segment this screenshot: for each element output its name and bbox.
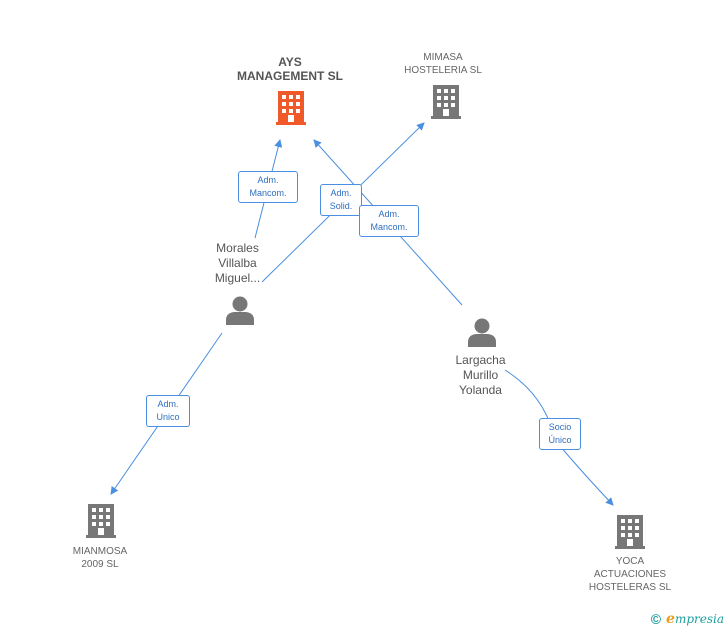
edge-label-largacha-ays[interactable]: Adm. Mancom. xyxy=(359,205,419,237)
node-mimasa-hosteleria[interactable]: MIMASA HOSTELERIA SL xyxy=(383,51,503,77)
copyright-symbol: © xyxy=(650,611,662,627)
node-label: Morales Villalba Miguel... xyxy=(214,241,261,285)
node-label: MIANMOSA 2009 SL xyxy=(72,546,128,570)
node-label: AYS MANAGEMENT SL xyxy=(237,55,343,83)
building-icon[interactable] xyxy=(276,91,306,125)
building-icon[interactable] xyxy=(615,515,645,549)
brand-logo[interactable]: empresia xyxy=(666,610,724,628)
node-label: Largacha Murillo Yolanda xyxy=(455,353,506,397)
person-icon[interactable] xyxy=(467,318,497,347)
brand-initial: e xyxy=(666,611,675,627)
edge-label-morales-ays[interactable]: Adm. Mancom. xyxy=(238,171,298,203)
building-icon[interactable] xyxy=(431,85,461,119)
building-icon[interactable] xyxy=(86,504,116,538)
node-ays-management[interactable]: AYS MANAGEMENT SL xyxy=(220,55,360,83)
brand-footer: © empresia xyxy=(651,610,724,628)
node-largacha-murillo[interactable]: Largacha Murillo Yolanda xyxy=(433,353,528,398)
node-mianmosa-2009[interactable]: MIANMOSA 2009 SL xyxy=(48,545,152,571)
edge-label-largacha-yoca[interactable]: Socio Único xyxy=(539,418,581,450)
node-yoca-actuaciones[interactable]: YOCA ACTUACIONES HOSTELERAS SL xyxy=(573,555,687,594)
node-label: YOCA ACTUACIONES HOSTELERAS SL xyxy=(588,556,672,593)
edge-label-morales-mianmosa[interactable]: Adm. Unico xyxy=(146,395,190,427)
brand-name: mpresia xyxy=(674,612,724,626)
node-label: MIMASA HOSTELERIA SL xyxy=(404,52,482,76)
node-morales-villalba[interactable]: Morales Villalba Miguel... xyxy=(190,241,285,286)
edge-label-morales-mimasa[interactable]: Adm. Solid. xyxy=(320,184,362,216)
person-icon[interactable] xyxy=(225,296,255,325)
